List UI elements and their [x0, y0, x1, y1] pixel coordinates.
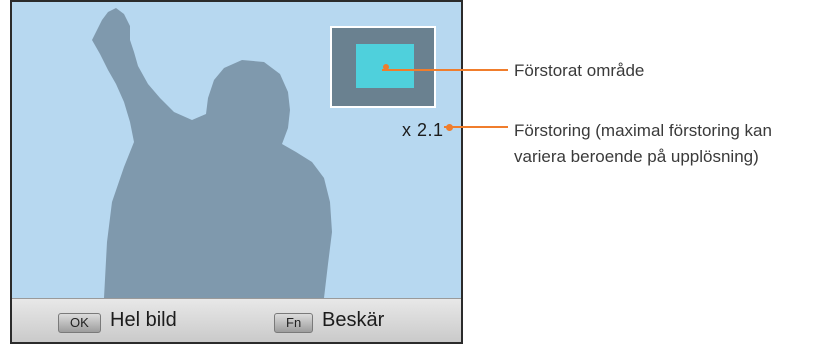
enlarged-area-caption: Förstorat område: [514, 61, 645, 80]
ok-key[interactable]: OK: [58, 313, 101, 333]
camera-screen: x 2.1 OK Hel bild Fn Beskär: [10, 0, 463, 344]
callout-line-enlarged-area: [382, 69, 508, 71]
zoomed-area-indicator: [356, 44, 414, 88]
child-silhouette-image: [92, 8, 332, 298]
magnification-caption-line2: variera beroende på upplösning): [514, 147, 759, 166]
full-image-label: Hel bild: [110, 309, 177, 331]
fn-key[interactable]: Fn: [274, 313, 314, 333]
zoom-level-readout: x 2.1: [402, 120, 444, 140]
zoom-navigator: [330, 26, 436, 108]
magnification-caption-line1: Förstoring (maximal förstoring kan: [514, 121, 772, 140]
callout-dot: [383, 64, 389, 70]
button-bar: OK Hel bild Fn Beskär: [12, 298, 461, 342]
callout-line-magnification: [444, 126, 508, 128]
crop-label: Beskär: [322, 309, 385, 331]
